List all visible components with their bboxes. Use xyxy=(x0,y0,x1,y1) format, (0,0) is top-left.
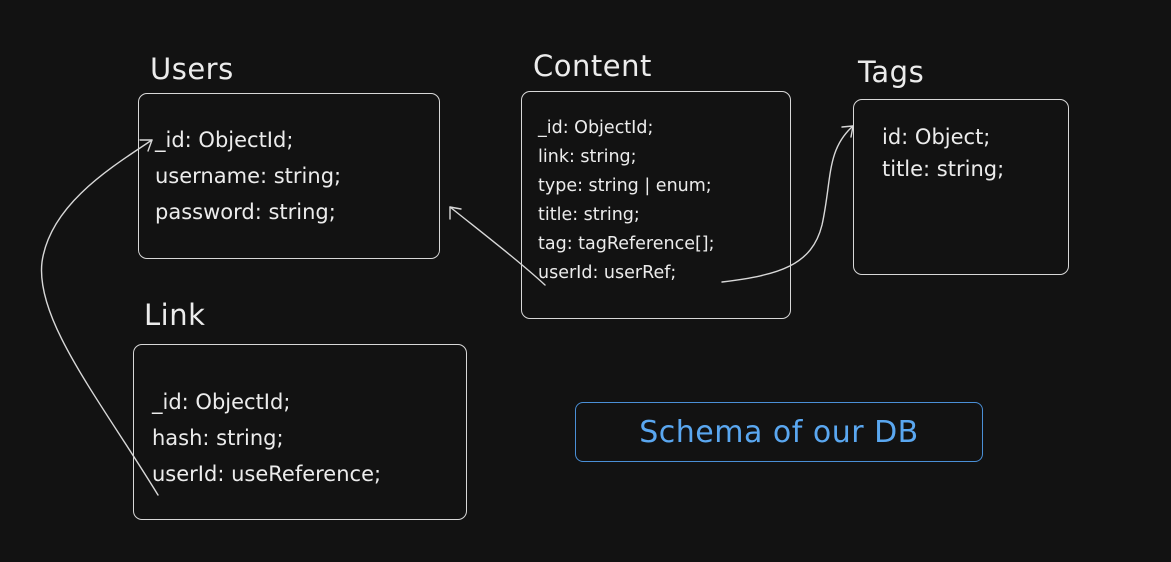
caption-box: Schema of our DB xyxy=(575,402,983,462)
users-field-id: _id: ObjectId; xyxy=(155,128,294,152)
content-fields: _id: ObjectId; link: string; type: strin… xyxy=(538,114,715,288)
link-title: Link xyxy=(144,298,206,332)
tags-fields: id: Object; title: string; xyxy=(882,121,1004,185)
content-field-id: _id: ObjectId; xyxy=(538,118,654,138)
content-title: Content xyxy=(533,49,652,83)
arrowhead-content-to-tags xyxy=(841,125,854,138)
content-field-title: title: string; xyxy=(538,205,640,225)
users-title: Users xyxy=(150,52,234,86)
link-field-hash: hash: string; xyxy=(152,426,284,450)
content-field-type: type: string | enum; xyxy=(538,176,712,196)
users-field-password: password: string; xyxy=(155,200,336,224)
content-field-tag: tag: tagReference[]; xyxy=(538,234,715,254)
caption-text: Schema of our DB xyxy=(639,414,919,450)
tags-field-id: id: Object; xyxy=(882,125,991,149)
arrowhead-content-to-users xyxy=(449,206,462,220)
content-field-link: link: string; xyxy=(538,147,637,167)
link-field-userid: userId: useReference; xyxy=(152,462,382,486)
tags-title: Tags xyxy=(858,55,925,89)
link-field-id: _id: ObjectId; xyxy=(152,390,291,414)
link-fields: _id: ObjectId; hash: string; userId: use… xyxy=(152,384,381,492)
users-field-username: username: string; xyxy=(155,164,342,188)
tags-field-title: title: string; xyxy=(882,157,1005,181)
users-fields: _id: ObjectId; username: string; passwor… xyxy=(155,122,341,230)
content-field-userid: userId: userRef; xyxy=(538,263,677,283)
